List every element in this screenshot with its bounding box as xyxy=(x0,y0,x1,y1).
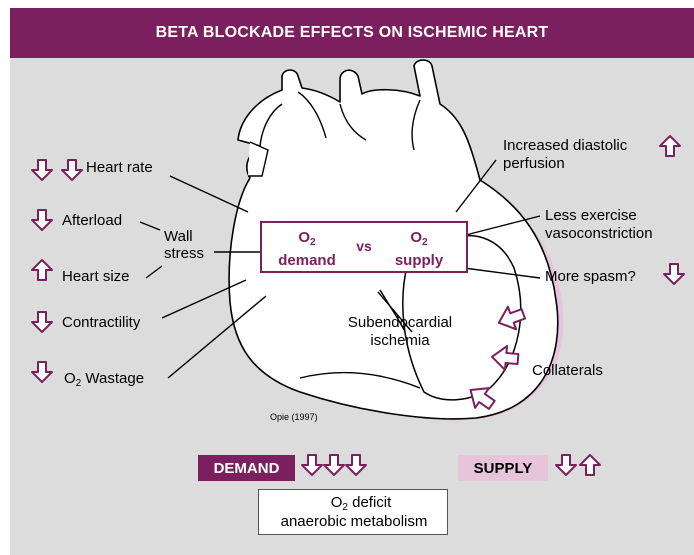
diastolic-label: Increased diastolic xyxy=(503,137,627,155)
afterload-label: Afterload xyxy=(62,212,122,230)
perfusion-label: perfusion xyxy=(503,155,565,173)
down-arrow-icon xyxy=(62,160,82,180)
down-arrow-icon xyxy=(346,455,366,475)
down-arrow-icon xyxy=(324,455,344,475)
ischemia-label: ischemia xyxy=(338,332,462,350)
spasm-label: More spasm? xyxy=(545,268,636,286)
leader-line xyxy=(170,176,248,212)
down-arrow-icon xyxy=(664,264,684,284)
up-arrow-icon xyxy=(580,455,600,475)
citation: Opie (1997) xyxy=(270,412,318,422)
down-arrow-icon xyxy=(32,210,52,230)
collaterals-label: Collaterals xyxy=(532,362,603,380)
down-arrow-icon xyxy=(32,312,52,332)
leader-line xyxy=(146,266,162,278)
wall-label: Wall xyxy=(164,228,193,246)
down-arrow-icon xyxy=(32,362,52,382)
down-arrow-icon xyxy=(556,455,576,475)
contractility-label: Contractility xyxy=(62,314,140,332)
o2-wastage-label: O2 Wastage xyxy=(64,370,144,393)
heart-rate-label: Heart rate xyxy=(86,159,153,177)
supply-badge: SUPPLY xyxy=(458,455,548,481)
o2-deficit-label: O2 deficit xyxy=(259,494,449,513)
down-arrow-icon xyxy=(32,160,52,180)
demand-badge: DEMAND xyxy=(198,455,295,481)
less-exercise-label: Less exercise xyxy=(545,207,637,225)
subendocardial-label: Subendocardial xyxy=(338,314,462,332)
heart-size-label: Heart size xyxy=(62,268,130,286)
vasoconstriction-label: vasoconstriction xyxy=(545,225,653,243)
up-arrow-icon xyxy=(660,136,680,156)
down-arrow-icon xyxy=(302,455,322,475)
vs-label: vs xyxy=(342,237,386,255)
stress-label: stress xyxy=(164,245,204,263)
up-arrow-icon xyxy=(32,260,52,280)
anaerobic-metabolism-label: anaerobic metabolism xyxy=(259,513,449,530)
leader-line xyxy=(140,222,160,230)
deficit-box: O2 deficit anaerobic metabolism xyxy=(258,489,448,535)
